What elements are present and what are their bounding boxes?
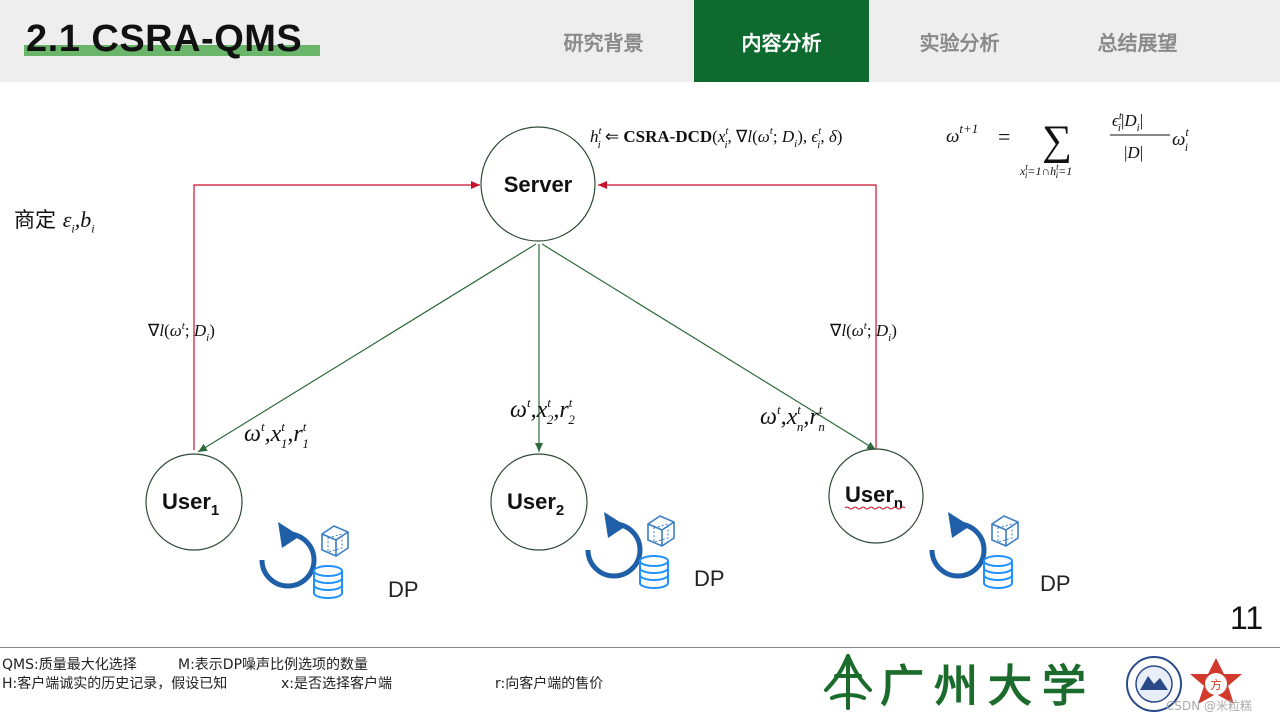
footer-note-h: H:客户端诚实的历史记录，假设已知	[2, 676, 228, 692]
download-arrow-usern	[541, 243, 877, 451]
grad-label-right: ∇l(ωt; Di)	[829, 320, 897, 344]
footer-note-qms: QMS:质量最大化选择	[2, 657, 137, 673]
svg-text:hti ⇐ CSRA-DCD(xti, ∇l(ωt; Di): hti ⇐ CSRA-DCD(xti, ∇l(ωt; Di), ϵti, δ)	[590, 125, 842, 151]
server-label: Server	[504, 172, 573, 197]
page-number: 11	[1230, 600, 1264, 636]
grad-label-left: ∇l(ωt; Di)	[147, 320, 215, 344]
upload-arrow-usern	[598, 181, 877, 450]
user2-node: User2	[490, 453, 588, 551]
tab-research-background[interactable]: 研究背景	[563, 30, 644, 55]
header-bar	[0, 0, 1280, 82]
server-node: Server	[480, 126, 596, 242]
footer-note-m: M:表示DP噪声比例选项的数量	[178, 657, 369, 673]
usern-node: Usern	[828, 448, 924, 544]
svg-text:ϵti|Di|: ϵti|Di|	[1112, 110, 1143, 134]
title-underline	[24, 45, 320, 56]
tab-content-analysis[interactable]: 内容分析	[694, 0, 869, 82]
download-arrow-user1	[197, 243, 537, 453]
negotiate-text: 商定	[14, 208, 56, 232]
svg-text:ωt,xt1,rt1: ωt,xt1,rt1	[244, 419, 309, 451]
svg-text:|D|: |D|	[1124, 143, 1143, 162]
university-logo-icon	[824, 654, 872, 710]
upload-arrow-user1	[193, 181, 480, 450]
csdn-watermark: CSDN @米粒糕	[1166, 699, 1253, 713]
footer-note-x: x:是否选择客户端	[281, 676, 393, 692]
university-seals: 方	[1126, 656, 1242, 712]
tab-summary-outlook[interactable]: 总结展望	[1097, 30, 1178, 55]
user2-label: User2	[507, 489, 564, 519]
svg-text:∑: ∑	[1042, 118, 1072, 164]
negotiate-label: 商定 εi,bi	[14, 207, 95, 236]
svg-text:ωt+1: ωt+1	[946, 121, 978, 147]
university-name: 广州大学	[880, 661, 1096, 712]
svg-text:ωt,xt2,rt2: ωt,xt2,rt2	[510, 395, 575, 427]
page-title: 2.1 CSRA-QMS	[26, 18, 303, 60]
svg-text:方: 方	[1210, 677, 1222, 692]
svg-text:ωt,xtn,rtn: ωt,xtn,rtn	[760, 402, 825, 434]
dp-icon-usern	[932, 512, 1018, 588]
dp-label-user1: DP	[388, 577, 419, 602]
svg-text:∇l(ωt; Di): ∇l(ωt; Di)	[147, 320, 215, 344]
dp-icon-user1	[262, 522, 348, 598]
footer-divider	[0, 647, 1280, 648]
svg-text:∇l(ωt; Di): ∇l(ωt; Di)	[829, 320, 897, 344]
dp-icon-user2	[588, 512, 674, 588]
usern-label: Usern	[845, 482, 903, 512]
dp-label-user2: DP	[694, 566, 725, 591]
dp-label-usern: DP	[1040, 571, 1071, 596]
svg-text:xti=1∩hti=1: xti=1∩hti=1	[1019, 162, 1072, 180]
svg-text:=: =	[998, 124, 1010, 149]
user1-node: User1	[145, 453, 243, 551]
footer-note-r: r:向客户端的售价	[495, 676, 604, 692]
user1-label: User1	[162, 489, 219, 519]
svg-text:ωti: ωti	[1172, 125, 1189, 154]
tab-experiment-analysis[interactable]: 实验分析	[919, 30, 1000, 55]
